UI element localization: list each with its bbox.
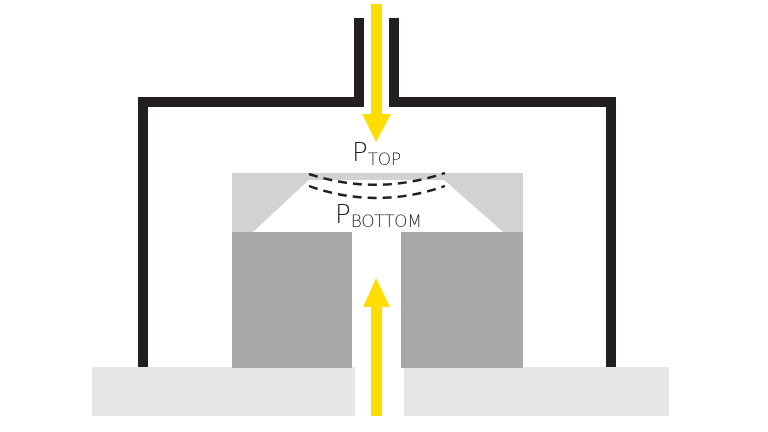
upward-arrow-icon	[363, 278, 390, 416]
left-block	[232, 232, 352, 368]
p-top-sub: TOP	[367, 150, 401, 170]
p-bottom-sub: BOTTOM	[350, 212, 422, 232]
membrane-cap	[232, 173, 523, 232]
p-bottom-label: PBOTTOM	[335, 200, 422, 231]
downward-arrow-icon	[362, 4, 391, 142]
right-block	[401, 232, 523, 368]
cap-opening	[253, 180, 503, 232]
p-top-label: PTOP	[352, 138, 401, 169]
housing-frame	[138, 18, 616, 367]
base-plate-left	[92, 367, 355, 416]
diaphragm-dash-bottom	[308, 184, 446, 200]
diaphragm-dash-top	[308, 171, 446, 186]
p-bottom-main: P	[335, 200, 351, 230]
base-plate-right	[404, 367, 669, 416]
p-top-main: P	[352, 138, 368, 168]
